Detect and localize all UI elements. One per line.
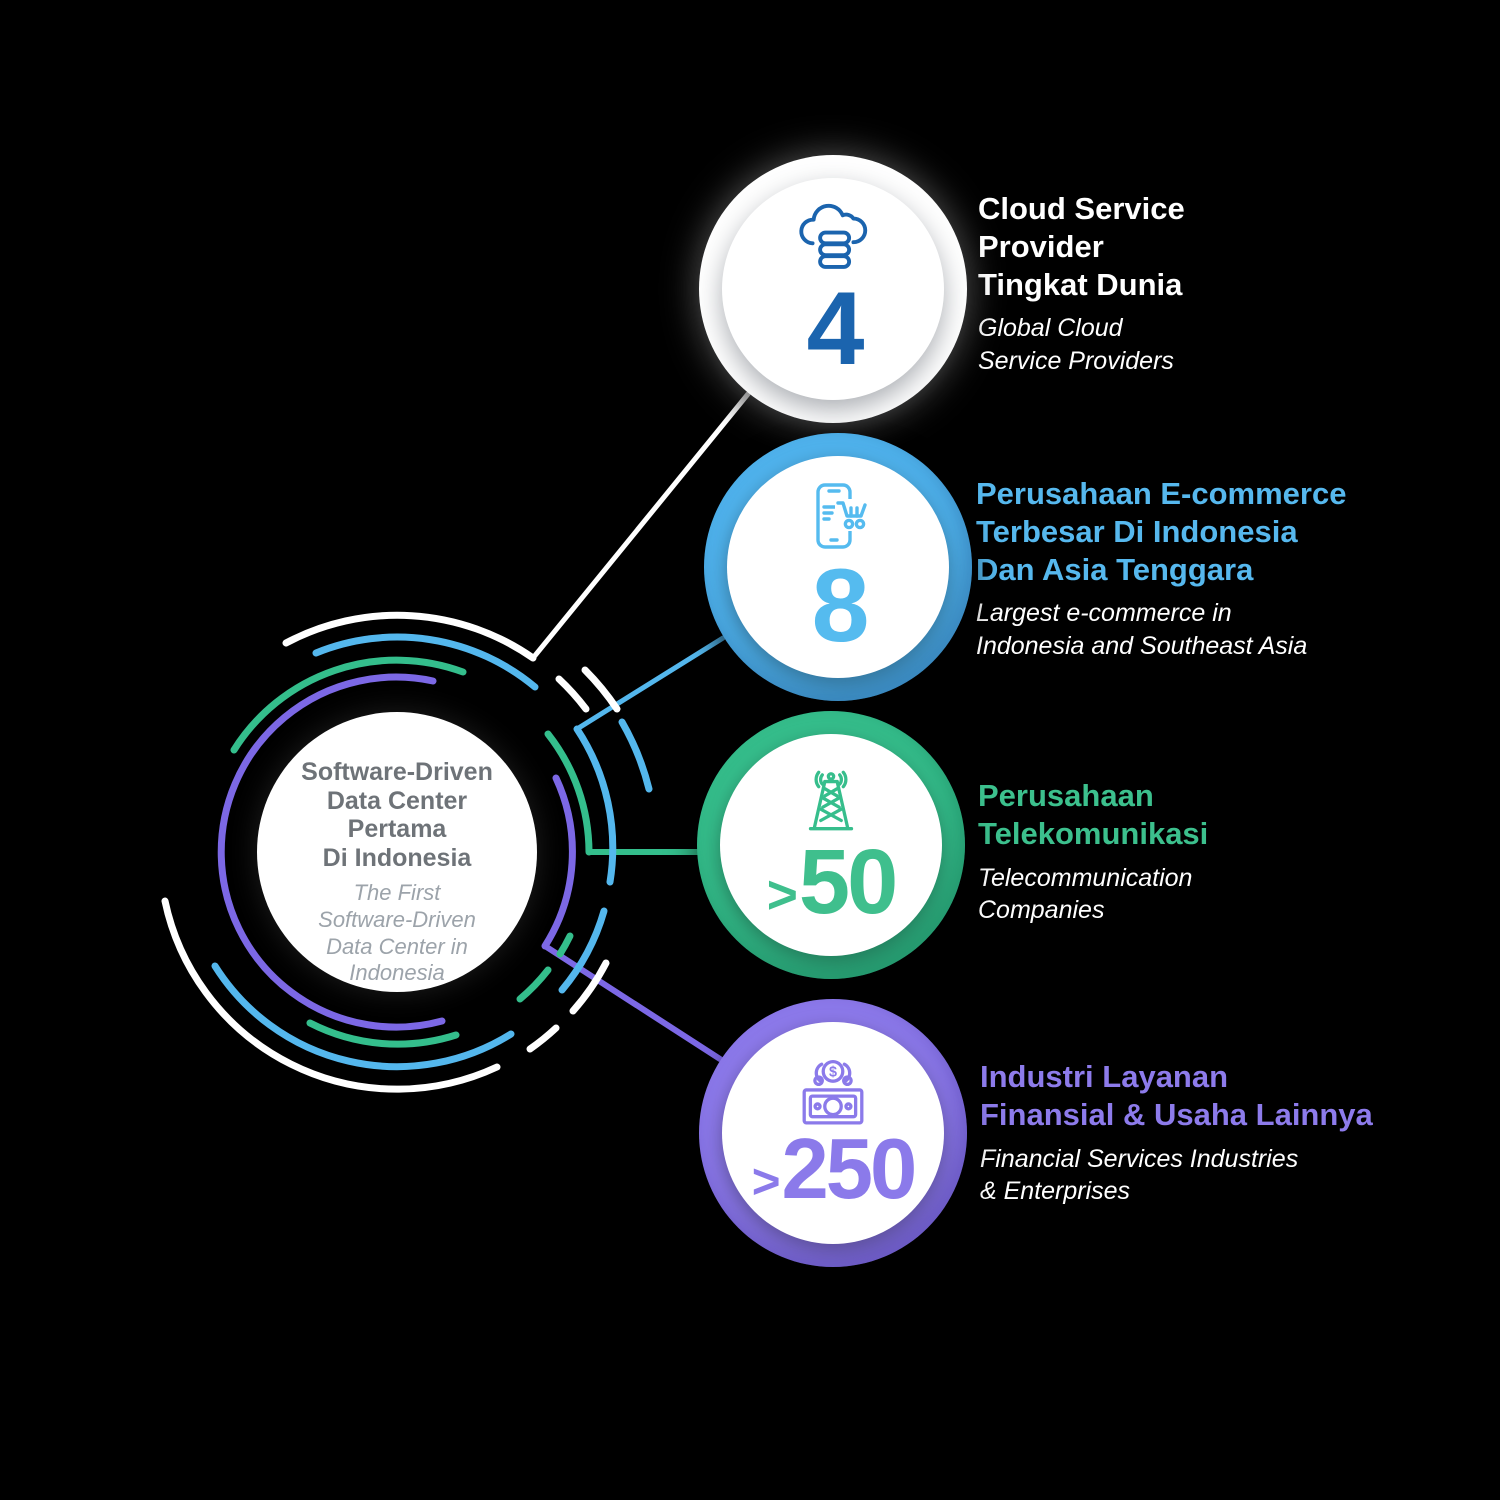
hub-circle: Software-Driven Data Center Pertama Di I… (257, 712, 537, 992)
connector-line-ecommerce (574, 635, 726, 732)
blue-arc-ring (211, 633, 653, 1071)
hub-subtitle: The First Software-Driven Data Center in… (318, 880, 476, 986)
phone-cart-icon (816, 482, 867, 549)
stat-circle-cloud: 4 (699, 155, 967, 423)
stat-subtitle-finance: Financial Services Industries & Enterpri… (980, 1144, 1299, 1206)
stat-title-finance: Industri Layanan Finansial & Usaha Lainn… (980, 1059, 1373, 1132)
stat-circle-telecom-inner: >50 (720, 734, 942, 956)
stat-circle-ecommerce: 8 (704, 433, 972, 701)
money-icon: $ (802, 1059, 864, 1125)
purple-arc-ring (217, 673, 576, 1031)
stat-circle-finance-inner: $ >250 (722, 1022, 944, 1244)
stat-circle-finance: $ >250 (699, 999, 967, 1267)
stat-title-ecommerce: Perusahaan E-commerce Terbesar Di Indone… (976, 476, 1347, 587)
stat-text-ecommerce: Perusahaan E-commerce Terbesar Di Indone… (976, 475, 1346, 662)
stat-number-cloud: 4 (806, 270, 865, 387)
stat-subtitle-cloud: Global Cloud Service Providers (978, 314, 1174, 375)
connector-line-finance (542, 943, 723, 1062)
cloud-server-icon (799, 203, 868, 269)
stat-number-ecommerce: 8 (811, 547, 870, 664)
stat-subtitle-telecom: Telecommunication Companies (978, 863, 1193, 925)
stat-text-telecom: Perusahaan Telekomunikasi Telecommunicat… (978, 777, 1208, 927)
radio-tower-icon (808, 770, 854, 831)
stat-title-cloud: Cloud Service Provider Tingkat Dunia (978, 191, 1185, 302)
white-arc-ring (161, 611, 621, 1093)
hub-title: Software-Driven Data Center Pertama Di I… (301, 758, 493, 872)
stat-subtitle-ecommerce: Largest e-commerce in Indonesia and Sout… (976, 599, 1308, 660)
stat-text-finance: Industri Layanan Finansial & Usaha Lainn… (980, 1058, 1373, 1208)
svg-text:$: $ (829, 1064, 837, 1080)
green-arc-ring (230, 656, 593, 1048)
stat-circle-ecommerce-inner: 8 (727, 456, 949, 678)
stat-number-telecom: >50 (766, 831, 899, 934)
stat-number-finance: >250 (751, 1121, 918, 1217)
stat-text-cloud: Cloud Service Provider Tingkat Dunia Glo… (978, 190, 1185, 377)
stat-circle-telecom: >50 (697, 711, 965, 979)
connector-line-cloud (530, 391, 751, 661)
stat-title-telecom: Perusahaan Telekomunikasi (978, 778, 1209, 851)
stat-circle-cloud-inner: 4 (722, 178, 944, 400)
